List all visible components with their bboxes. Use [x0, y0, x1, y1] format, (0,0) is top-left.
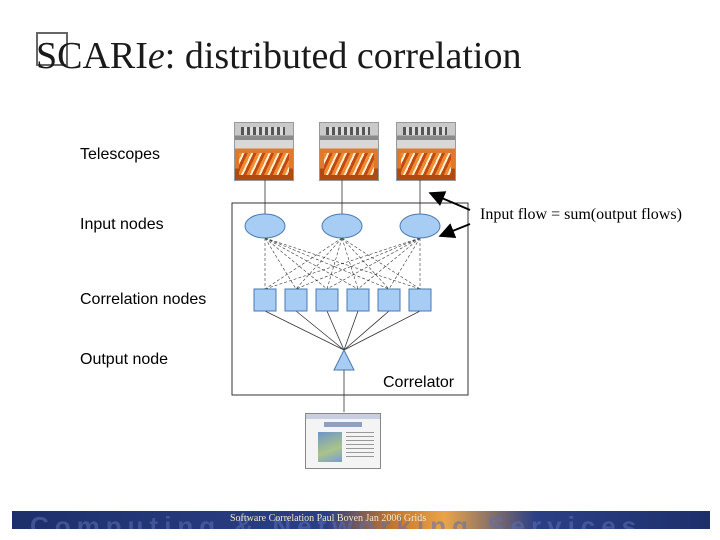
mesh-link — [295, 237, 421, 290]
footer-text: Software Correlation Paul Boven Jan 2006… — [230, 513, 427, 524]
label-correlator: Correlator — [383, 374, 455, 391]
correlation-node-6 — [408, 288, 432, 312]
result-screenshot — [305, 413, 381, 469]
footer-banner: Computing & Networking Services Software… — [12, 511, 710, 529]
telescope-photo-1 — [234, 122, 294, 181]
flow-arrow-up — [428, 191, 471, 211]
correlation-node-3 — [315, 288, 339, 312]
output-feed-link — [264, 310, 345, 351]
mesh-link — [264, 237, 390, 290]
mesh-link — [341, 237, 359, 290]
correlation-node-4 — [346, 288, 370, 312]
mesh-link — [264, 237, 421, 290]
input-node-1 — [244, 213, 286, 239]
mesh-link — [341, 237, 390, 290]
mesh-link — [326, 237, 343, 290]
mesh-link — [341, 237, 421, 290]
output-feed-link — [343, 310, 359, 351]
label-output-node: Output node — [80, 351, 169, 368]
mesh-link — [357, 237, 421, 290]
output-feed-link — [295, 310, 345, 351]
output-node — [333, 348, 355, 371]
input-node-3 — [399, 213, 441, 239]
telescope-photo-2 — [319, 122, 379, 181]
label-input-nodes: Input nodes — [80, 216, 164, 233]
mesh-link — [264, 237, 359, 290]
mesh-link — [264, 237, 297, 290]
mesh-link — [388, 237, 421, 290]
telescope-photo-3 — [396, 122, 456, 181]
correlation-node-1 — [253, 288, 277, 312]
correlation-node-2 — [284, 288, 308, 312]
input-node-2 — [321, 213, 363, 239]
label-correlation-nodes: Correlation nodes — [80, 291, 207, 308]
label-input-flow: Input flow = sum(output flows) — [480, 206, 682, 223]
correlation-node-5 — [377, 288, 401, 312]
output-feed-link — [326, 310, 345, 351]
mesh-link — [326, 237, 421, 290]
label-telescopes: Telescopes — [80, 146, 161, 163]
banner-background-text: Computing & Networking Services — [30, 511, 643, 529]
output-feed-link — [343, 310, 390, 351]
mesh-link — [264, 237, 328, 290]
mesh-link — [295, 237, 343, 290]
logo-box-icon — [36, 32, 68, 66]
page-title: SCARIe: distributed correlation — [36, 32, 521, 78]
mesh-link — [264, 237, 343, 290]
output-feed-link — [343, 310, 421, 351]
correlator-box — [231, 202, 469, 396]
flow-arrow-down — [438, 223, 471, 239]
